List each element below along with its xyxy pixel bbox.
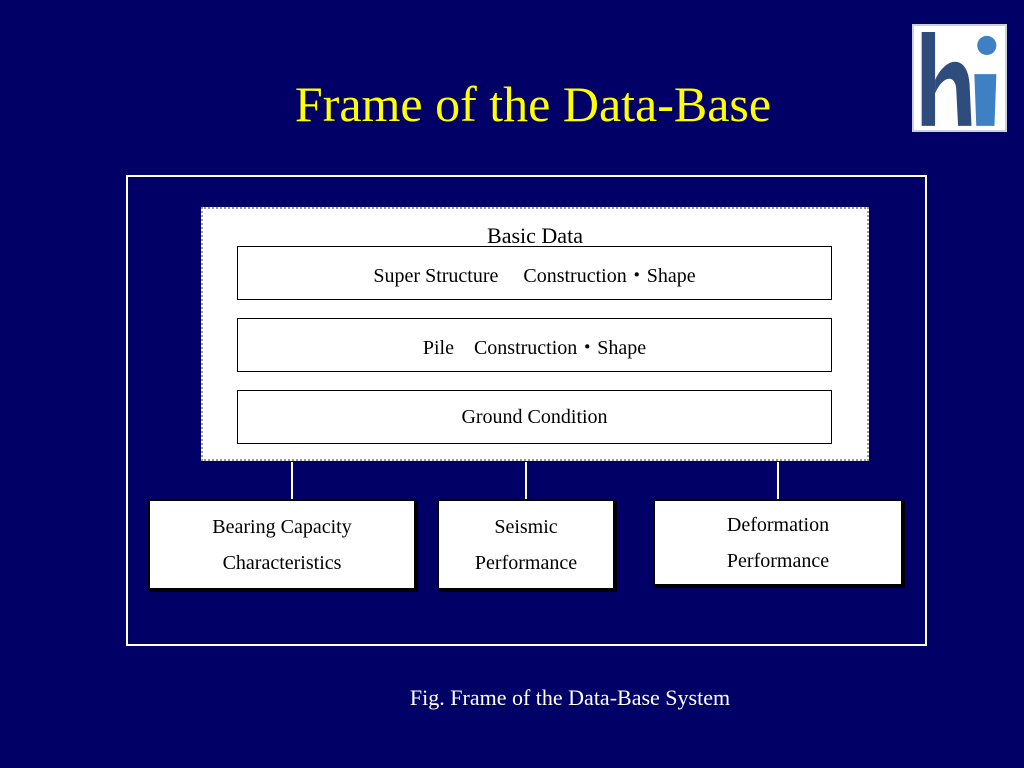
figure-caption: Fig. Frame of the Data-Base System: [409, 685, 731, 710]
connector-line-deformation: [777, 462, 779, 499]
seismic-performance-box: Seismic Performance: [437, 499, 615, 590]
seismic-performance-line1: Seismic: [494, 515, 558, 538]
deformation-performance-line2: Performance: [726, 549, 830, 572]
bearing-capacity-line2: Characteristics: [222, 551, 342, 574]
bearing-capacity-box: Bearing Capacity Characteristics: [148, 499, 416, 590]
deformation-performance-box: Deformation Performance: [653, 499, 903, 586]
hi-logo-icon: [912, 24, 1007, 132]
super-structure-box: Super Structure Construction・Shape: [237, 246, 832, 300]
diagram-frame: [126, 175, 927, 646]
pile-box: Pile Construction・Shape: [237, 318, 832, 372]
basic-data-title: Basic Data: [487, 223, 583, 248]
ground-condition-box: Ground Condition: [237, 390, 832, 444]
slide-title: Frame of the Data-Base: [294, 76, 772, 132]
seismic-performance-line2: Performance: [474, 551, 578, 574]
connector-line-seismic: [525, 462, 527, 499]
connector-line-bearing: [291, 462, 293, 499]
bearing-capacity-line1: Bearing Capacity: [212, 515, 352, 538]
deformation-performance-line1: Deformation: [726, 513, 830, 536]
